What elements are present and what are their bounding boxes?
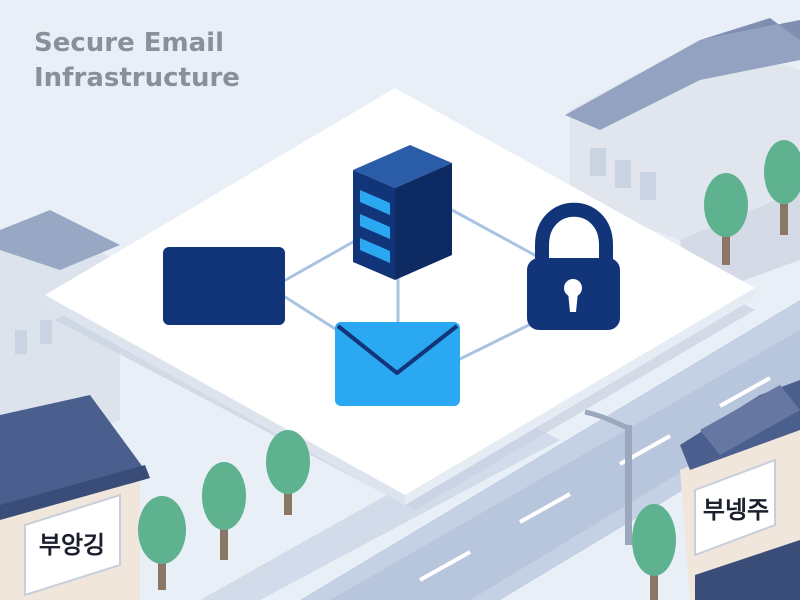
page-title: Secure Email Infrastructure: [34, 26, 240, 96]
shop-sign-right-text: 부넹주: [703, 496, 769, 524]
tree-right-front: [632, 504, 676, 600]
link-envelope-lock: [457, 320, 536, 362]
tree-left-2: [202, 462, 246, 560]
title-line-2: Infrastructure: [34, 63, 240, 93]
title-line-1: Secure Email: [34, 28, 225, 58]
connector-lines: [281, 208, 541, 362]
server-rack-icon: [353, 145, 452, 280]
shop-sign-left: 부앙깅: [24, 493, 121, 597]
shop-sign-left-text: 부앙깅: [39, 531, 105, 559]
shop-sign-right: 부넹주: [694, 458, 776, 557]
storefront-left: 부앙깅: [0, 395, 150, 600]
tree-center: [266, 430, 310, 515]
link-terminal-envelope: [281, 293, 341, 334]
storefront-right: 부넹주: [680, 380, 800, 600]
padlock-icon: [527, 202, 620, 330]
tree-right-1: [704, 173, 748, 265]
diagram-platform: [45, 88, 755, 505]
link-terminal-server: [281, 236, 361, 284]
street-lamp: [584, 409, 632, 545]
tree-left-1: [138, 496, 186, 590]
monitor-block-icon: [163, 247, 285, 325]
tree-right-2: [764, 140, 800, 235]
envelope-icon: [335, 322, 460, 406]
link-server-lock: [451, 208, 541, 260]
